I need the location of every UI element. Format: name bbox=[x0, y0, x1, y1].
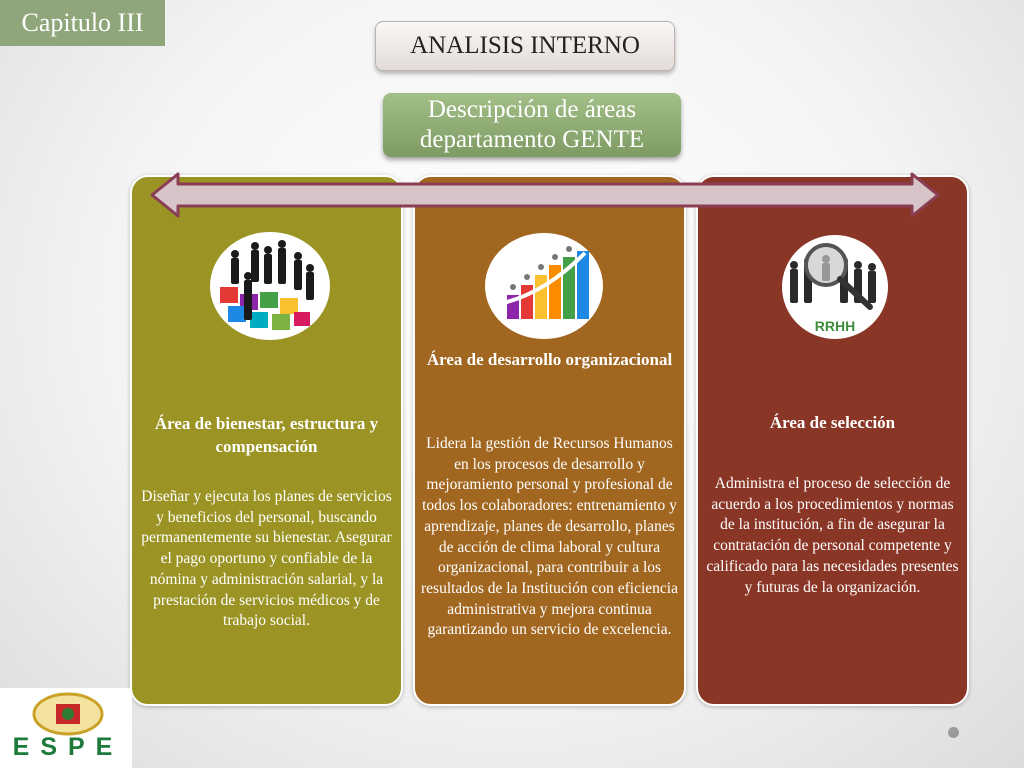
slide-dot bbox=[948, 727, 959, 738]
card-title: Área de bienestar, estructura y compensa… bbox=[154, 414, 379, 456]
subtitle-line-2: departamento GENTE bbox=[419, 126, 645, 153]
rrhh-label: RRHH bbox=[815, 318, 855, 334]
espe-crest-icon bbox=[32, 692, 104, 736]
card-bienestar: Área de bienestar, estructura y compensa… bbox=[130, 175, 403, 706]
card-description: Lidera la gestión de Recursos Humanos en… bbox=[421, 435, 678, 639]
card-seleccion: RRHH Área de selección Administra el pro… bbox=[696, 175, 969, 706]
chapter-label: Capitulo III bbox=[0, 0, 165, 46]
card-title: Área de selección bbox=[769, 413, 896, 432]
page-subtitle: Descripción de áreas departamento GENTE bbox=[383, 93, 681, 157]
card-title: Área de desarrollo organizacional bbox=[426, 350, 673, 369]
double-arrow-icon bbox=[150, 172, 940, 218]
rrhh-magnifier-icon: RRHH bbox=[782, 235, 888, 339]
page-title: ANALISIS INTERNO bbox=[375, 21, 675, 71]
espe-logo-text: ESPE bbox=[12, 733, 124, 761]
growth-chart-icon bbox=[485, 233, 603, 339]
card-description: Administra el proceso de selección de ac… bbox=[706, 475, 959, 596]
card-description: Diseñar y ejecuta los planes de servicio… bbox=[141, 488, 392, 630]
espe-logo: ESPE bbox=[0, 688, 132, 768]
card-desarrollo: Área de desarrollo organizacional Lidera… bbox=[413, 175, 686, 706]
subtitle-line-1: Descripción de áreas bbox=[427, 96, 637, 123]
team-puzzle-icon bbox=[210, 232, 330, 340]
